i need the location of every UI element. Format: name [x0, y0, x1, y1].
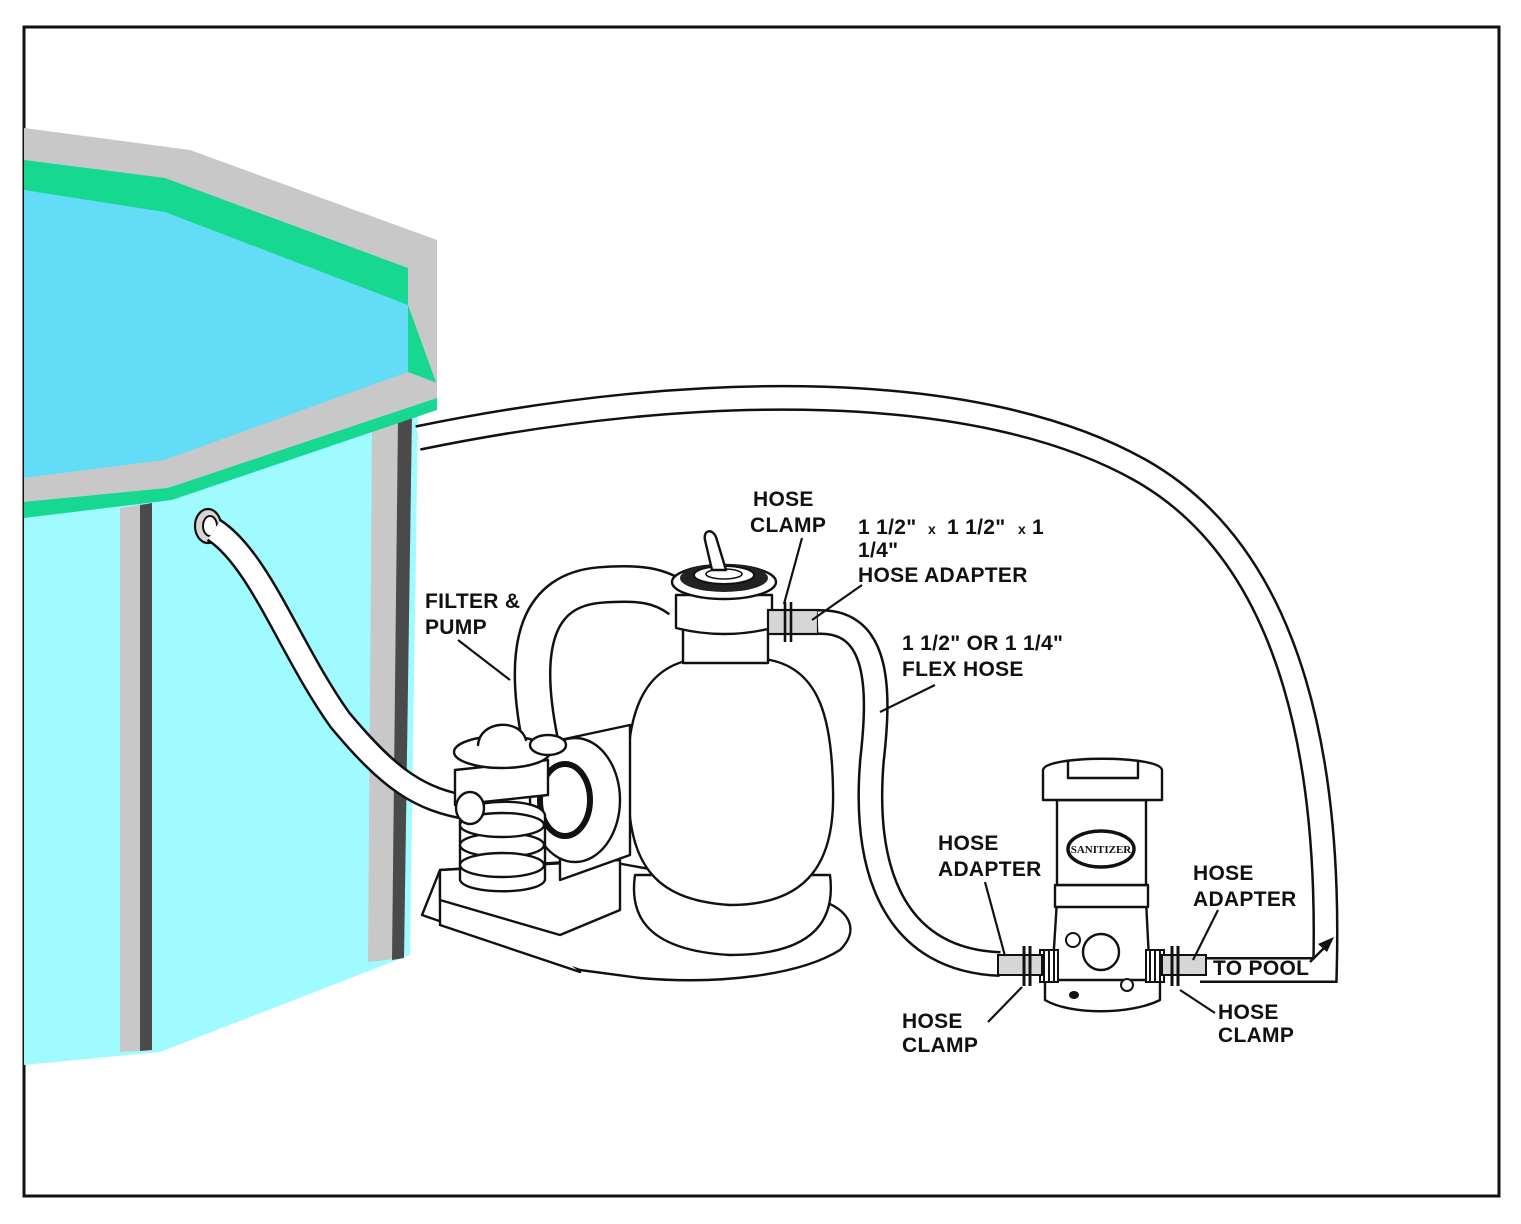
- hose-adapter-left: [997, 954, 1043, 976]
- label-flex-hose-line2: FLEX HOSE: [902, 658, 1024, 681]
- label-hose-clamp-top-line1: HOSE: [753, 488, 814, 511]
- label-adapter-size-x1: x: [928, 521, 936, 537]
- callout-leaders: [457, 537, 1219, 1023]
- pool-rail-inner: [24, 372, 437, 502]
- pool-upright-left-shadow: [140, 503, 152, 1051]
- pump-to-filter-hose: [513, 564, 692, 744]
- label-hose-clamp-top-line2: CLAMP: [750, 514, 826, 537]
- label-to-pool: TO POOL: [1213, 957, 1309, 980]
- flex-hose-to-chlorinator: [817, 609, 1001, 977]
- sanitizer-badge: [1066, 829, 1136, 869]
- sanitizer-badge-text: SANITIZER: [1071, 844, 1133, 856]
- pool-upright-right-shadow: [392, 412, 412, 960]
- label-hose-adapter-top: HOSE ADAPTER: [858, 564, 1028, 587]
- label-hose-adapter-right-line2: ADAPTER: [1193, 888, 1297, 911]
- label-filter-pump-line2: PUMP: [425, 616, 487, 639]
- label-adapter-size-d: 1/4": [858, 539, 898, 562]
- pool-pump: [452, 723, 632, 893]
- pool-water: [24, 190, 408, 478]
- label-hose-adapter-left-line2: ADAPTER: [938, 858, 1042, 881]
- pool-rim-lower: [24, 398, 437, 518]
- label-hose-adapter-left-line1: HOSE: [938, 832, 999, 855]
- label-adapter-size-b: 1 1/2": [947, 516, 1005, 539]
- valve-handle: [703, 530, 728, 572]
- sanitizer-chlorinator: [997, 757, 1207, 1013]
- label-hose-clamp-left-line2: CLAMP: [902, 1034, 978, 1057]
- to-pool-arrow: [1309, 937, 1334, 963]
- label-adapter-size-x2: x: [1018, 521, 1026, 537]
- label-adapter-size-a: 1 1/2": [858, 516, 916, 539]
- label-flex-hose-line1: 1 1/2" OR 1 1/4": [902, 632, 1063, 655]
- sand-filter-tank: [626, 530, 835, 957]
- above-ground-pool: [24, 128, 437, 1065]
- label-hose-clamp-right-line2: CLAMP: [1218, 1024, 1294, 1047]
- label-filter-pump-line1: FILTER &: [425, 590, 520, 613]
- pool-to-pump-hose: [206, 519, 473, 821]
- label-adapter-size-c: 1: [1032, 516, 1044, 539]
- label-hose-adapter-right-line1: HOSE: [1193, 862, 1254, 885]
- label-hose-clamp-left-line1: HOSE: [902, 1010, 963, 1033]
- hose-adapter-right: [1161, 954, 1207, 976]
- multiport-valve-dial: [680, 564, 768, 592]
- label-hose-clamp-right-line1: HOSE: [1218, 1001, 1279, 1024]
- valve-outlet-adapter: [766, 608, 820, 636]
- return-hose-to-pool: [415, 384, 1339, 983]
